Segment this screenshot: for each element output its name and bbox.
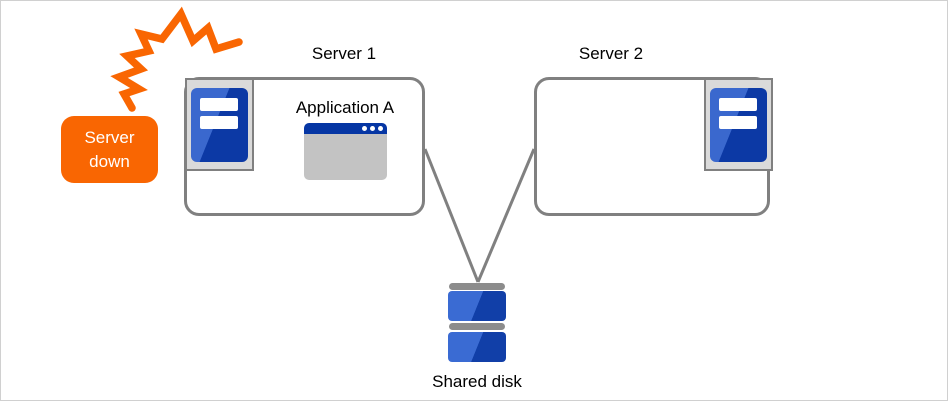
connector-server2-to-disk	[476, 148, 536, 283]
window-titlebar	[304, 123, 387, 134]
server1-tower-icon	[185, 78, 254, 171]
tower-slot	[200, 98, 238, 111]
tower-slot	[200, 116, 238, 129]
server-tower-body	[191, 88, 248, 162]
window-dot	[378, 126, 383, 131]
disk-platter	[448, 291, 506, 321]
window-dot	[370, 126, 375, 131]
disk-cap	[449, 283, 505, 290]
shared-disk-label: Shared disk	[432, 372, 522, 391]
server-tower-body	[710, 88, 767, 162]
server-down-badge: Server down	[61, 116, 158, 183]
server2-tower-icon	[704, 78, 773, 171]
disk-cap	[449, 323, 505, 330]
window-dot	[362, 126, 367, 131]
application-label: Application A	[295, 98, 395, 117]
server-down-badge-line1: Server	[84, 127, 135, 147]
disk-platter	[448, 332, 506, 362]
connector-server1-to-disk	[423, 148, 480, 283]
tower-slot	[719, 98, 757, 111]
server1-title: Server 1	[311, 44, 377, 63]
shared-disk-icon	[448, 283, 506, 362]
server2-title: Server 2	[578, 44, 644, 63]
window-body	[304, 134, 387, 180]
server-down-badge-line2: down	[89, 151, 130, 171]
application-window-icon	[304, 123, 387, 180]
tower-slot	[719, 116, 757, 129]
